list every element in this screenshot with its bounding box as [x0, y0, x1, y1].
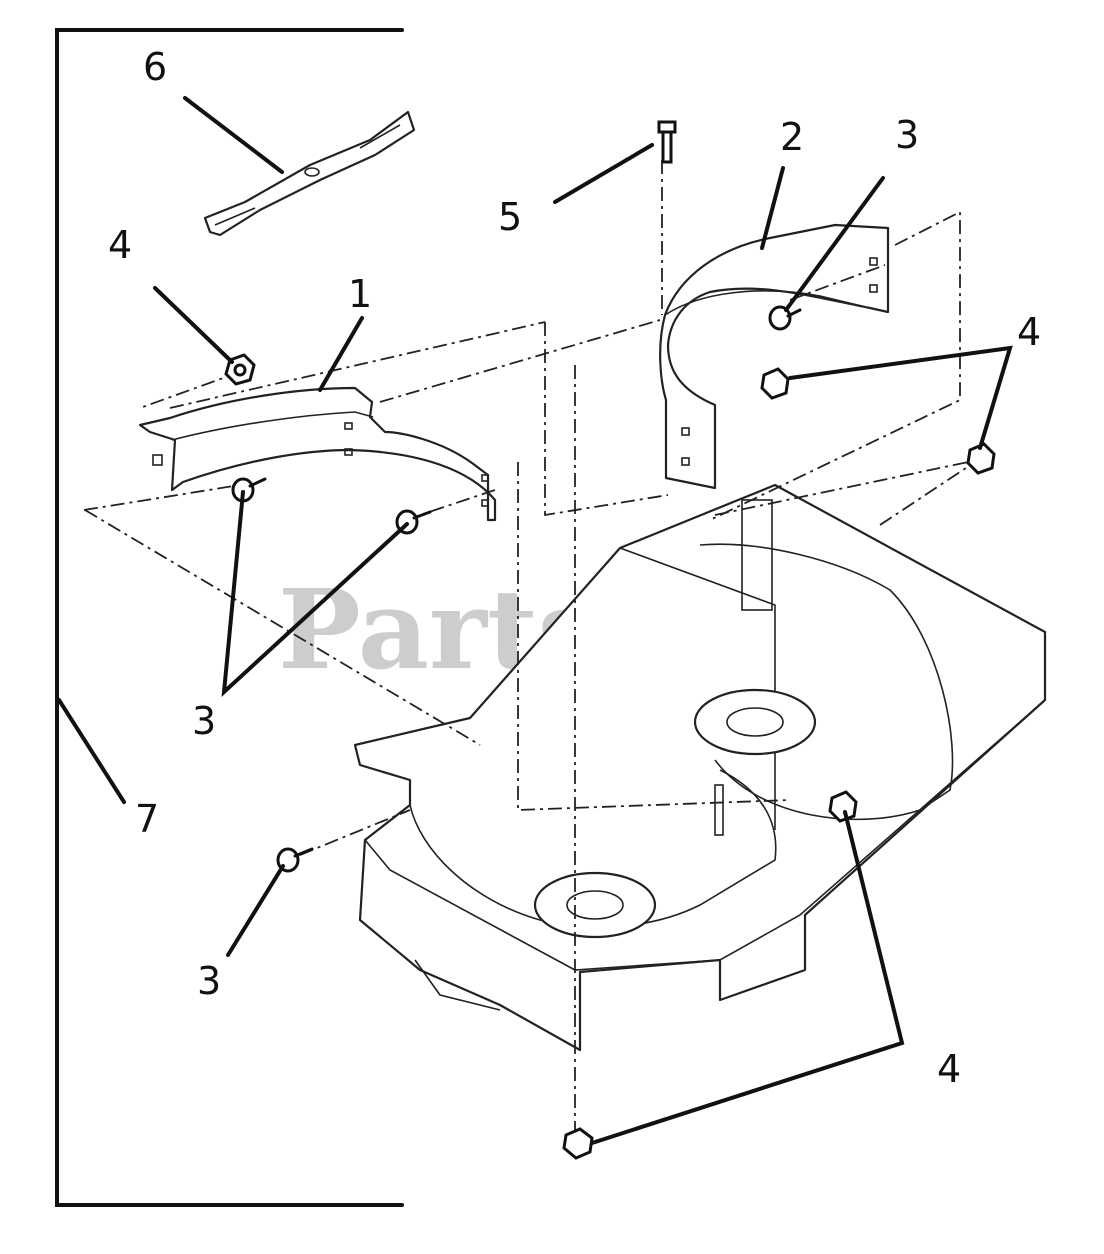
callout-7: 7 [135, 797, 159, 841]
hardware [224, 120, 996, 1160]
callout-3-top: 3 [895, 113, 919, 157]
callout-2: 2 [780, 115, 804, 159]
nut-bottom [562, 1127, 594, 1160]
screw-baffle2 [768, 305, 802, 331]
callout-labels: 6 1 2 3 5 4 4 3 7 3 4 [108, 45, 1041, 1091]
baffle-1-part [138, 386, 497, 522]
mower-deck-part [353, 483, 1047, 1052]
leader-lines [57, 96, 1013, 1145]
screw-baffle1-left [231, 477, 267, 503]
callout-5: 5 [498, 195, 522, 239]
callout-3-left: 3 [192, 699, 216, 743]
baffle-2-part [659, 223, 890, 490]
callout-1: 1 [348, 272, 372, 316]
bolt-item-5 [657, 120, 677, 164]
alignment-lines [83, 160, 979, 1140]
nut-deck-right [828, 790, 858, 823]
callout-4-bottom: 4 [937, 1047, 961, 1091]
callout-4-left: 4 [108, 223, 132, 267]
nut-right-upper [760, 367, 790, 400]
blade-part [203, 110, 416, 237]
callout-3-bottom: 3 [197, 959, 221, 1003]
kit-bracket [55, 28, 404, 1207]
nut-right-far [966, 442, 996, 475]
callout-6: 6 [143, 45, 167, 89]
callout-4-right: 4 [1017, 310, 1041, 354]
